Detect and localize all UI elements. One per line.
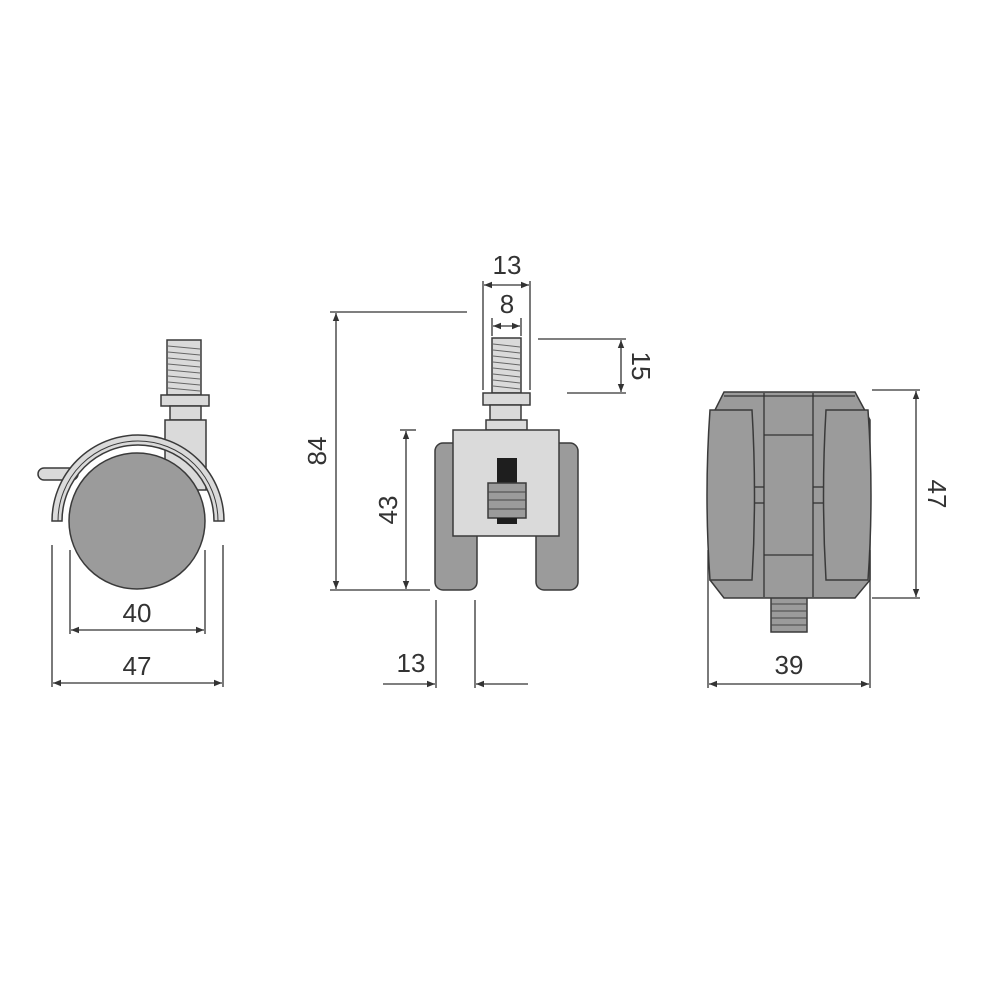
side-view: 40 47 <box>37 339 225 687</box>
collar <box>485 419 528 431</box>
stem <box>770 596 808 633</box>
right-wheel <box>822 409 872 581</box>
dimension-body-height: 43 <box>373 496 403 525</box>
dimension-wheel-width: 13 <box>397 648 426 678</box>
dimension-overall-height: 84 <box>302 437 332 466</box>
neck <box>489 404 522 421</box>
front-view: 13 8 15 84 43 13 <box>302 250 656 688</box>
axle-top <box>497 458 517 485</box>
dimension-stem-diameter: 8 <box>500 289 514 319</box>
nut <box>482 392 531 406</box>
neck <box>169 405 202 421</box>
dimension-overall-width: 47 <box>123 651 152 681</box>
dimension-wheel-diameter: 40 <box>123 598 152 628</box>
axle-bottom <box>497 518 517 524</box>
threaded-stem <box>166 339 202 396</box>
threaded-stem <box>491 337 522 394</box>
wheel <box>68 452 206 590</box>
fork <box>51 434 225 522</box>
dimension-stem-length: 15 <box>626 352 656 381</box>
dimension-overall-length: 47 <box>922 480 952 509</box>
left-wheel <box>706 409 756 581</box>
dimension-overall-width: 39 <box>775 650 804 680</box>
dimension-nut-width: 13 <box>493 250 522 280</box>
nut <box>160 394 210 407</box>
top-view: 47 39 <box>706 389 952 688</box>
